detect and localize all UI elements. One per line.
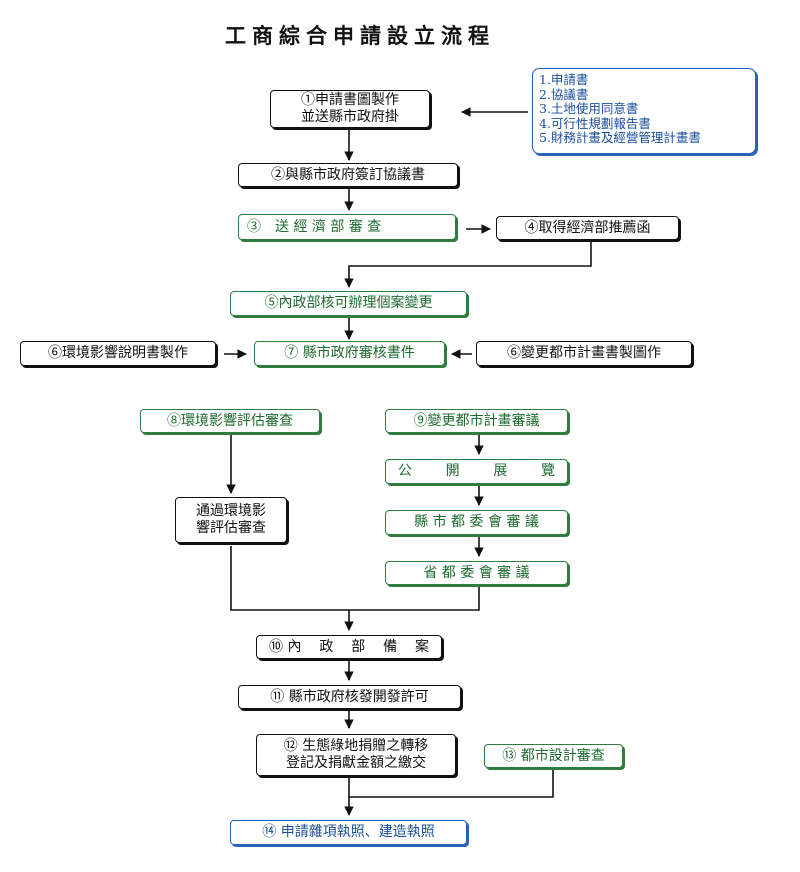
step-5-box: ⑤內政部核可辦理個案變更 xyxy=(230,291,467,316)
step-7-box: ⑦ 縣市政府審核書件 xyxy=(254,341,445,366)
arrow-s13-to-s14 xyxy=(344,768,554,816)
step-9a-char-2: 開 xyxy=(445,463,460,479)
step-9a-char-4: 覽 xyxy=(540,463,555,479)
step-12-box: ⑫ 生態綠地捐贈之轉移 登記及捐獻金額之繳交 xyxy=(256,734,456,776)
step-9c-box: 省 都 委 會 審 議 xyxy=(385,561,568,585)
step-6b-box: ⑥變更都市計畫書製圖作 xyxy=(476,341,692,366)
step-9a-box: 公 開 展 覽 xyxy=(385,459,568,484)
step-8-box: ⑧環境影響評估審查 xyxy=(140,409,320,433)
connector-s9c-merge xyxy=(349,585,480,611)
step-9b-box: 縣 市 都 委 會 審 議 xyxy=(385,510,568,535)
step-9a-char-3: 展 xyxy=(493,463,508,479)
step-10-part-1: ⑩ 內 xyxy=(269,638,302,655)
page-title: 工商綜合申請設立流程 xyxy=(225,24,495,48)
pass-eia-box: 通過環境影 響評估審查 xyxy=(175,497,287,543)
step-1-box: ①申請書圖製作 並送縣市政府掛 xyxy=(270,90,430,128)
step-14-box: ⑭ 申請雜項執照、建造執照 xyxy=(230,820,467,845)
step-9-box: ⑨變更都市計畫審議 xyxy=(385,409,568,433)
step-9a-char-1: 公 xyxy=(398,463,412,479)
step-2-box: ②與縣市政府簽訂協議書 xyxy=(238,163,458,187)
step-10-part-5: 案 xyxy=(414,638,429,655)
arrow-s4-to-s5 xyxy=(344,241,592,288)
required-documents-box: 1.申請書 2.協議書 3.土地使用同意書 4.可行性規劃報告書 5.財務計畫及… xyxy=(532,68,756,154)
step-10-part-3: 部 xyxy=(351,638,366,655)
step-6a-box: ⑥環境影響說明書製作 xyxy=(20,341,216,366)
step-10-part-2: 政 xyxy=(319,638,334,655)
step-13-box: ⑬ 都市設計審查 xyxy=(484,744,623,768)
connector-pass-merge xyxy=(230,546,349,611)
step-3-box: ③ 送 經 濟 部 審 查 xyxy=(238,214,456,240)
step-11-box: ⑪ 縣市政府核發開發許可 xyxy=(238,685,461,709)
step-10-box: ⑩ 內 政 部 備 案 xyxy=(256,635,442,659)
step-4-box: ④取得經濟部推薦函 xyxy=(496,216,679,240)
step-10-part-4: 備 xyxy=(383,638,398,655)
